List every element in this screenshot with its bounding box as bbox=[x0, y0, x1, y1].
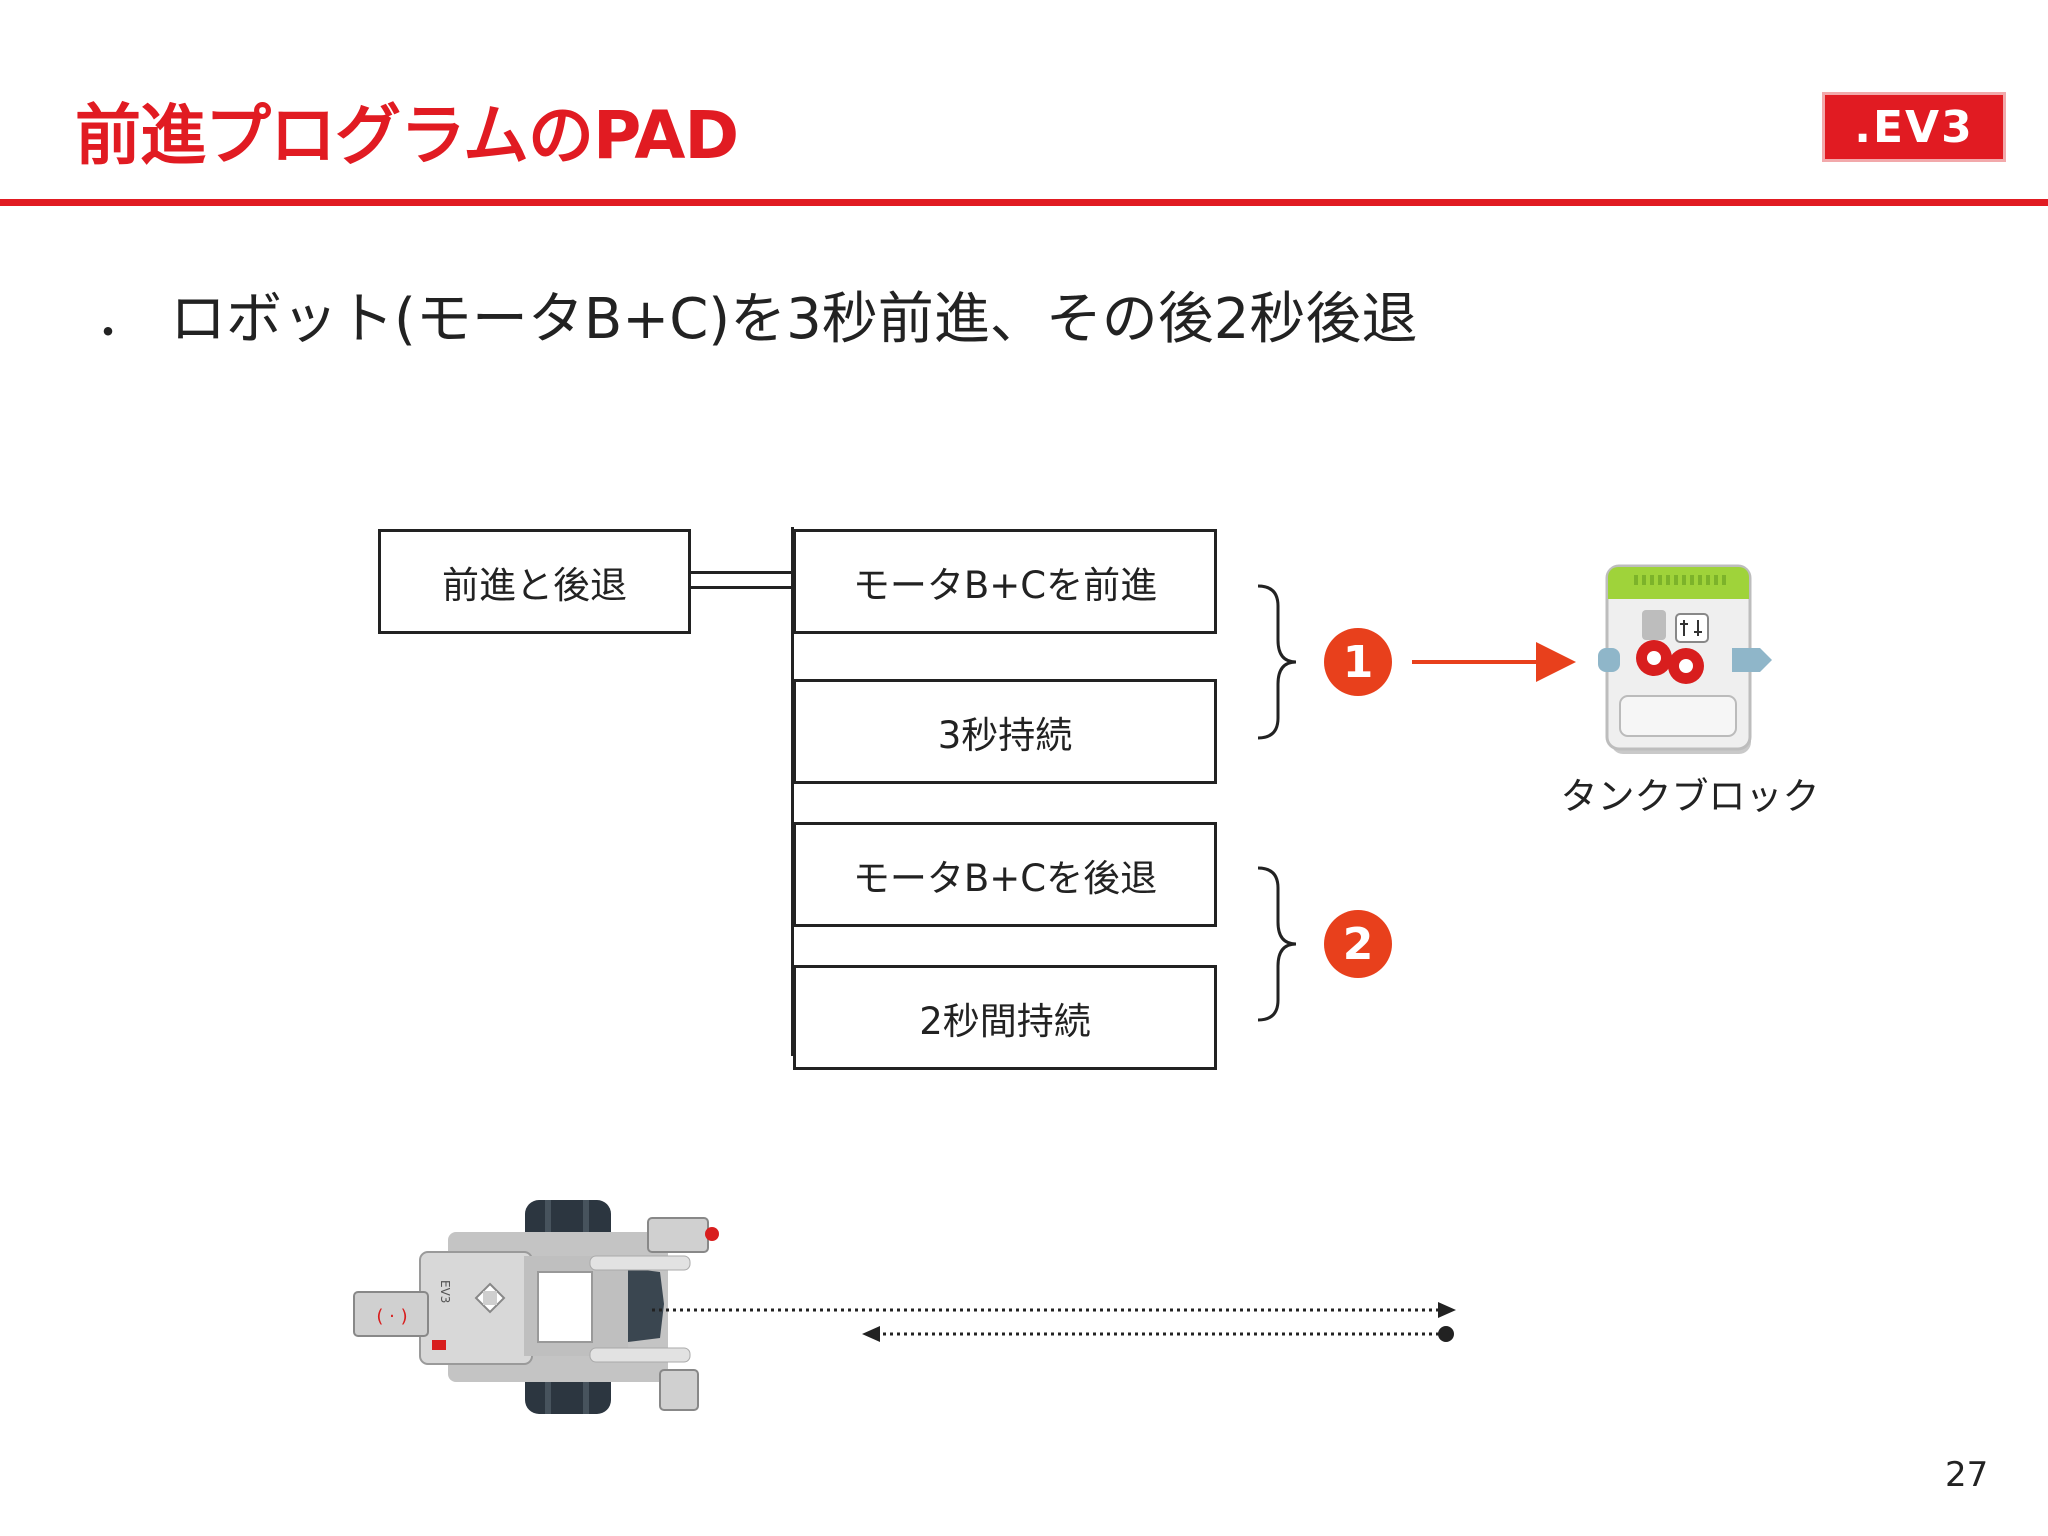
pad-connector-upper bbox=[690, 571, 793, 574]
backward-path-start bbox=[1438, 1326, 1454, 1342]
pad-sequence-line bbox=[791, 527, 794, 1056]
pad-root-label: 前進と後退 bbox=[442, 563, 627, 607]
pad-step-label: モータB+Cを前進 bbox=[852, 563, 1158, 607]
ev3-logo: .EV3 bbox=[1822, 92, 2006, 162]
brace-group-2 bbox=[1257, 866, 1297, 1022]
pad-step-wait-3s: 3秒持続 bbox=[793, 679, 1217, 784]
slide-title: 前進プログラムのPAD bbox=[75, 97, 739, 174]
pad-step-label: 3秒持続 bbox=[937, 713, 1073, 757]
tank-block-icon bbox=[1598, 564, 1772, 754]
pad-root-box: 前進と後退 bbox=[378, 529, 691, 634]
pad-step-wait-2s: 2秒間持続 bbox=[793, 965, 1217, 1070]
group-number: 1 bbox=[1342, 636, 1374, 688]
bullet-marker: ・ bbox=[88, 310, 128, 356]
group-badge-1: 1 bbox=[1324, 628, 1392, 696]
ev3-robot-icon: ( · ) bbox=[353, 1200, 719, 1414]
bullet-text: ロボット(モータB+C)を3秒前進、その後2秒後退 bbox=[170, 287, 1418, 352]
group-number: 2 bbox=[1342, 918, 1374, 970]
brace-group-1 bbox=[1257, 584, 1297, 740]
robot-body-text: EV3 bbox=[438, 1280, 452, 1303]
page-number: 27 bbox=[1945, 1455, 1989, 1495]
pad-step-backward: モータB+Cを後退 bbox=[793, 822, 1217, 927]
title-divider bbox=[0, 199, 2048, 206]
group-badge-2: 2 bbox=[1324, 910, 1392, 978]
svg-text:( · ): ( · ) bbox=[376, 1306, 407, 1327]
ev3-logo-text: .EV3 bbox=[1854, 101, 1974, 153]
pad-step-forward: モータB+Cを前進 bbox=[793, 529, 1217, 634]
pad-step-label: 2秒間持続 bbox=[919, 999, 1091, 1043]
backward-arrowhead bbox=[862, 1326, 880, 1342]
pad-connector-lower bbox=[690, 586, 793, 589]
tank-block-label: タンクブロック bbox=[1560, 775, 1820, 818]
forward-arrowhead bbox=[1438, 1302, 1456, 1318]
pad-step-label: モータB+Cを後退 bbox=[852, 856, 1158, 900]
